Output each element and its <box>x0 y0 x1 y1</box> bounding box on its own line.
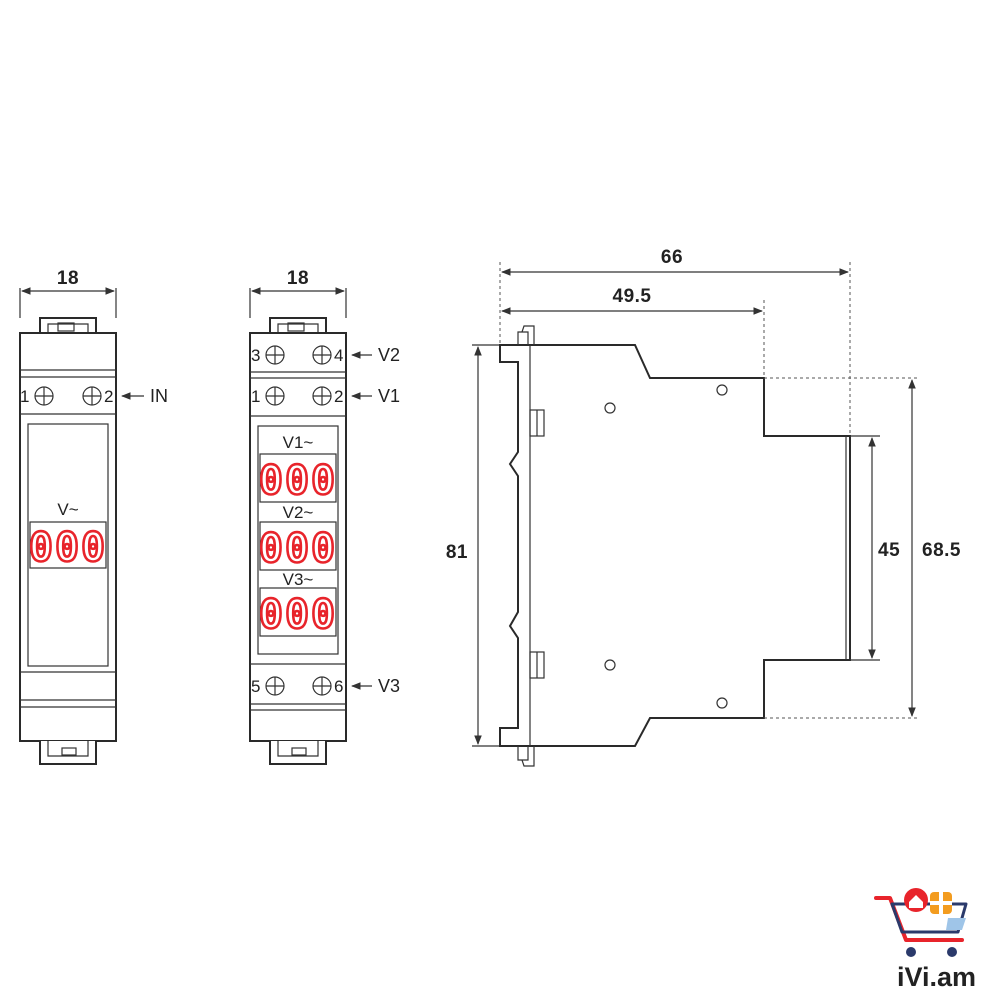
left-display-digits: 000 <box>29 525 107 571</box>
dim-68-5-label: 68.5 <box>922 540 961 561</box>
middle-terminal-1: 1 <box>251 387 260 406</box>
single-phase-voltmeter: 18 1 2 IN V~ 000 <box>19 268 168 765</box>
left-terminal-2: 2 <box>104 387 113 406</box>
v3-terminal-label: V3 <box>378 676 400 696</box>
v2-terminal-label: V2 <box>378 345 400 365</box>
dim-45-label: 45 <box>878 540 900 561</box>
middle-terminal-2: 2 <box>334 387 343 406</box>
left-width-dimension: 18 <box>19 268 117 318</box>
middle-terminal-5: 5 <box>251 677 260 696</box>
middle-terminal-4: 4 <box>334 346 343 365</box>
left-display-label: V~ <box>57 500 78 519</box>
v2-display-label: V2~ <box>283 503 314 522</box>
logo-text: iVi.am <box>897 962 976 992</box>
three-phase-voltmeter: 18 3 4 V2 1 <box>249 268 400 765</box>
v3-display-label: V3~ <box>283 570 314 589</box>
screw-terminal-icon <box>265 345 285 365</box>
screw-terminal-icon <box>312 345 332 365</box>
left-terminal-label: IN <box>150 386 168 406</box>
v1-display-label: V1~ <box>283 433 314 452</box>
left-terminal-1: 1 <box>20 387 29 406</box>
ivi-am-logo: iVi.am <box>874 888 976 992</box>
v2-display-digits: 000 <box>259 526 337 572</box>
height-dimension: 81 <box>446 344 500 747</box>
middle-width-label: 18 <box>287 268 309 289</box>
shopping-cart-icon <box>874 888 968 957</box>
left-width-label: 18 <box>57 268 79 289</box>
middle-terminal-3: 3 <box>251 346 260 365</box>
v1-display-digits: 000 <box>259 458 337 504</box>
overall-depth-dimension: 66 <box>499 247 851 440</box>
front-depth-dimension: 49.5 <box>501 286 765 378</box>
screw-terminal-icon <box>265 676 285 696</box>
dim-81-label: 81 <box>446 542 468 563</box>
screw-terminal-icon <box>265 386 285 406</box>
shoulder-height-dimension: 68.5 <box>764 377 961 719</box>
dim-66-label: 66 <box>661 247 683 268</box>
middle-terminal-6: 6 <box>334 677 343 696</box>
screw-terminal-icon <box>82 386 102 406</box>
v3-display-digits: 000 <box>259 592 337 638</box>
screw-terminal-icon <box>312 386 332 406</box>
side-profile-view: 66 49.5 81 <box>446 247 961 767</box>
screw-terminal-icon <box>34 386 54 406</box>
middle-width-dimension: 18 <box>249 268 347 318</box>
screw-terminal-icon <box>312 676 332 696</box>
in-arrow: IN <box>121 386 168 406</box>
dim-49-5-label: 49.5 <box>613 286 652 307</box>
front-height-dimension: 45 <box>850 435 900 661</box>
v1-terminal-label: V1 <box>378 386 400 406</box>
